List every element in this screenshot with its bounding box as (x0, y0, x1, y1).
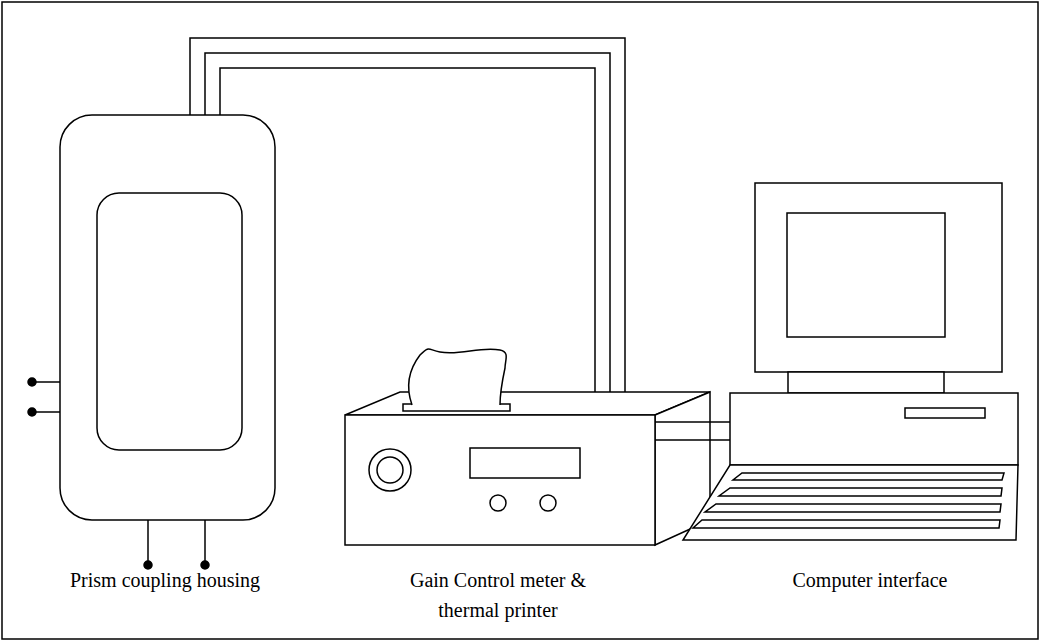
cable (655, 439, 730, 441)
housing-window (97, 193, 242, 450)
cable (220, 68, 595, 392)
computer-node: Computer interface (683, 183, 1018, 599)
device-caption: Computer interface (750, 565, 990, 595)
housing-body (60, 115, 275, 520)
meter-node: Gain Control meter & thermal printer (345, 392, 710, 629)
computer (683, 183, 1018, 540)
cable (205, 53, 610, 392)
device-caption: Prism coupling housing (70, 565, 260, 595)
housing-pins (28, 378, 209, 569)
device-caption: Gain Control meter & thermal printer (398, 565, 598, 625)
cable (655, 421, 730, 423)
cable (190, 38, 625, 392)
meter-body (345, 349, 710, 545)
housing-node: Prism coupling housing (60, 115, 275, 599)
